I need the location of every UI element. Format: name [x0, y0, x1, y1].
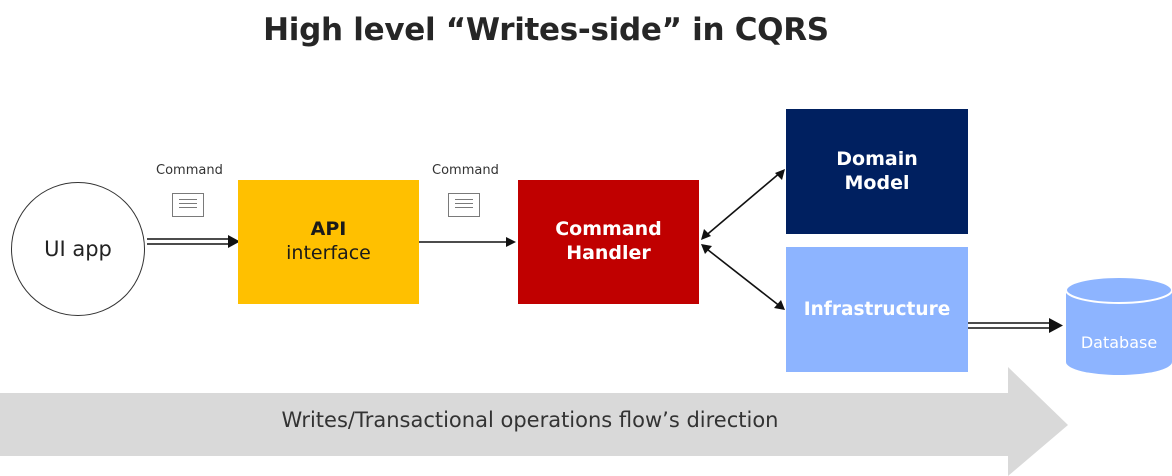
api-title: API: [310, 218, 347, 241]
domain-model-label-line2: Model: [844, 171, 910, 194]
flow-direction-label: Writes/Transactional operations flow’s d…: [281, 408, 779, 432]
ui-to-api-arrow: [147, 235, 240, 248]
command-label-1: Command: [156, 163, 223, 178]
infrastructure-node: Infrastructure: [786, 247, 968, 372]
command-handler-label-line1: Command: [555, 218, 662, 241]
infrastructure-to-database-arrow: [968, 318, 1063, 333]
diagram-title: High level “Writes-side” in CQRS: [263, 12, 829, 48]
handler-infrastructure-arrow: [701, 244, 785, 310]
command-message-icon-1: [172, 193, 204, 217]
command-label-2: Command: [432, 163, 499, 178]
command-handler-node: Command Handler: [518, 180, 699, 304]
command-handler-label-line2: Handler: [566, 242, 651, 264]
api-subtitle: interface: [286, 242, 371, 264]
ui-app-node: UI app: [11, 182, 145, 316]
flow-direction-arrow: [0, 367, 1068, 476]
domain-model-label-line1: Domain: [836, 147, 918, 170]
command-message-icon-2: [448, 193, 480, 217]
infrastructure-label: Infrastructure: [803, 298, 951, 320]
domain-model-node: Domain Model: [786, 109, 968, 234]
database-cylinder-icon: [1065, 276, 1172, 375]
database-label: Database: [1080, 333, 1158, 352]
ui-app-label: UI app: [44, 237, 112, 261]
handler-domain-arrow: [701, 169, 785, 240]
api-interface-node: API interface: [238, 180, 419, 304]
